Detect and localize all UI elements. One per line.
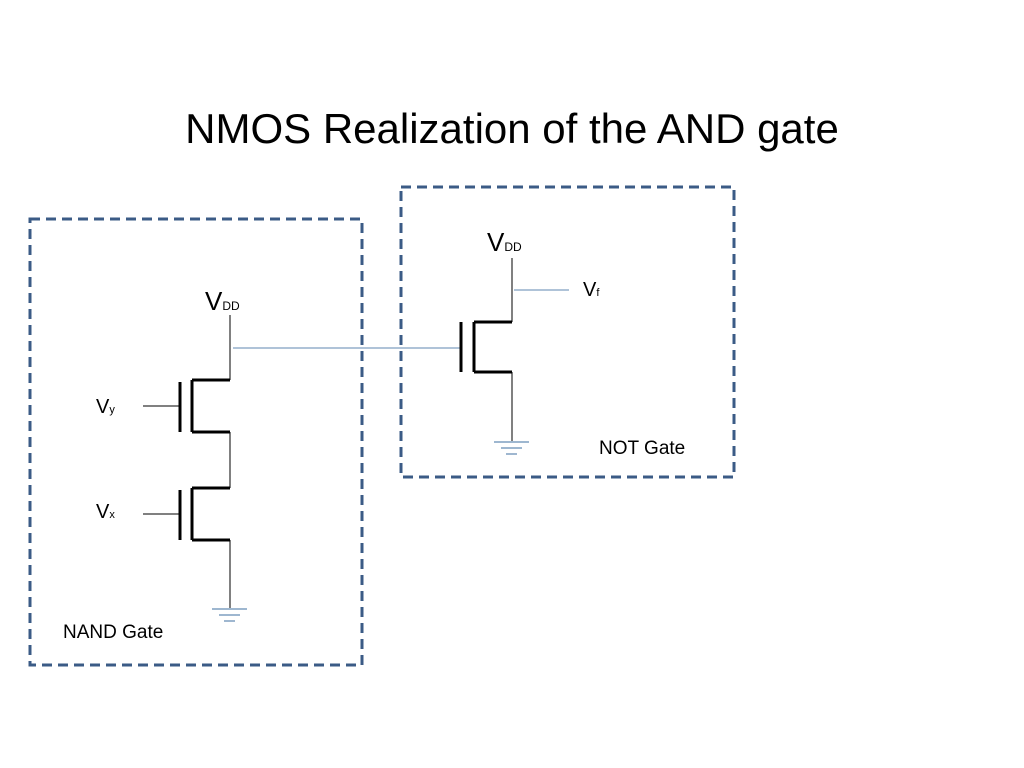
not-vdd-label: VDD [487, 227, 522, 257]
vy-label: Vy [96, 396, 115, 418]
nand-gate-label: NAND Gate [63, 622, 163, 643]
not-ground-icon [494, 441, 529, 455]
not-transistor [459, 320, 512, 374]
nand-ground-icon [212, 608, 247, 622]
nand-vdd-label: VDD [205, 286, 240, 316]
vf-label: Vf [583, 279, 600, 301]
nand-gate-box [28, 217, 364, 667]
nand-transistor-vy [143, 378, 230, 434]
page-title: NMOS Realization of the AND gate [185, 105, 839, 152]
not-gate-box [399, 185, 736, 479]
not-gate-label: NOT Gate [599, 438, 685, 459]
nand-transistor-vx [143, 486, 230, 542]
vx-label: Vx [96, 501, 115, 523]
